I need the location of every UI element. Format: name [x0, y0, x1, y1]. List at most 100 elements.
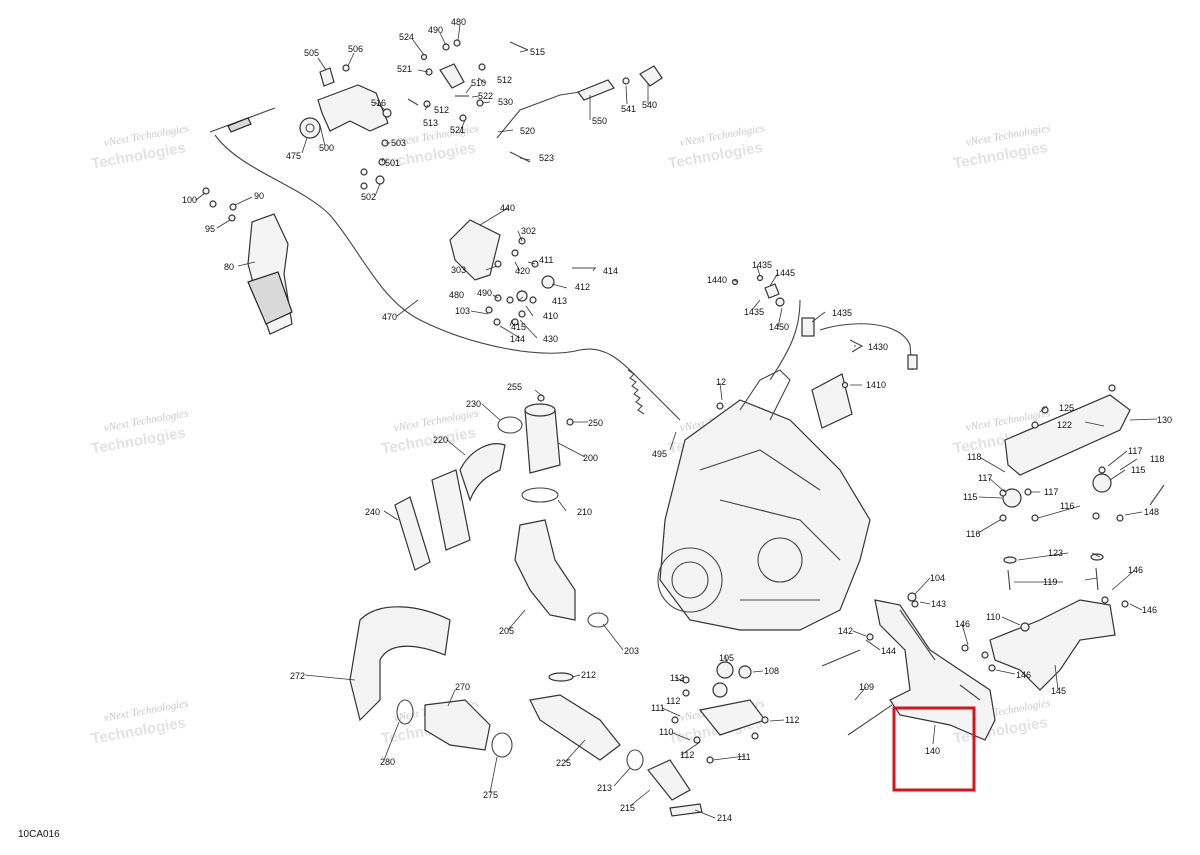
callout-270[interactable]: 270: [455, 682, 470, 692]
callout-550[interactable]: 550: [592, 116, 607, 126]
callout-513[interactable]: 513: [423, 118, 438, 128]
callout-116[interactable]: 116: [966, 529, 980, 539]
callout-1430[interactable]: 1430: [868, 342, 888, 352]
callout-220[interactable]: 220: [433, 435, 448, 445]
callout-117[interactable]: 117: [1044, 487, 1058, 497]
callout-521[interactable]: 521: [450, 125, 465, 135]
callout-213[interactable]: 213: [597, 783, 612, 793]
callout-143[interactable]: 143: [931, 599, 946, 609]
callout-110[interactable]: 110: [986, 612, 1000, 622]
callout-95[interactable]: 95: [205, 224, 215, 234]
callout-516[interactable]: 516: [371, 98, 386, 108]
callout-104[interactable]: 104: [930, 573, 945, 583]
callout-140[interactable]: 140: [925, 746, 940, 756]
callout-146[interactable]: 146: [1016, 670, 1031, 680]
callout-541[interactable]: 541: [621, 104, 636, 114]
callout-412[interactable]: 412: [575, 282, 590, 292]
callout-490[interactable]: 490: [477, 288, 492, 298]
callout-118[interactable]: 118: [1150, 454, 1164, 464]
callout-119[interactable]: 119: [1043, 577, 1057, 587]
callout-12[interactable]: 12: [716, 377, 726, 387]
callout-272[interactable]: 272: [290, 671, 305, 681]
callout-506[interactable]: 506: [348, 44, 363, 54]
callout-303[interactable]: 303: [451, 265, 466, 275]
callout-144[interactable]: 144: [510, 334, 525, 344]
callout-512[interactable]: 512: [497, 75, 512, 85]
callout-203[interactable]: 203: [624, 646, 639, 656]
callout-414[interactable]: 414: [603, 266, 618, 276]
callout-200[interactable]: 200: [583, 453, 598, 463]
callout-100[interactable]: 100: [182, 195, 197, 205]
callout-1435[interactable]: 1435: [752, 260, 772, 270]
callout-470[interactable]: 470: [382, 312, 397, 322]
callout-521[interactable]: 521: [397, 64, 412, 74]
callout-117[interactable]: 117: [978, 473, 992, 483]
callout-118[interactable]: 118: [967, 452, 981, 462]
callout-142[interactable]: 142: [838, 626, 853, 636]
callout-410[interactable]: 410: [543, 311, 558, 321]
callout-112[interactable]: 112: [670, 673, 684, 683]
callout-255[interactable]: 255: [507, 382, 522, 392]
callout-512[interactable]: 512: [434, 105, 449, 115]
callout-103[interactable]: 103: [455, 306, 470, 316]
callout-413[interactable]: 413: [552, 296, 567, 306]
callout-130[interactable]: 130: [1157, 415, 1172, 425]
callout-430[interactable]: 430: [543, 334, 558, 344]
callout-505[interactable]: 505: [304, 48, 319, 58]
callout-490[interactable]: 490: [428, 25, 443, 35]
callout-280[interactable]: 280: [380, 757, 395, 767]
callout-210[interactable]: 210: [577, 507, 592, 517]
callout-475[interactable]: 475: [286, 151, 301, 161]
callout-522[interactable]: 522: [478, 91, 493, 101]
callout-510[interactable]: 510: [471, 78, 486, 88]
callout-112[interactable]: 112: [680, 750, 694, 760]
callout-146[interactable]: 146: [955, 619, 970, 629]
callout-146[interactable]: 146: [1128, 565, 1143, 575]
callout-502[interactable]: 502: [361, 192, 376, 202]
callout-123[interactable]: 123: [1048, 548, 1063, 558]
callout-112[interactable]: 112: [666, 696, 680, 706]
callout-480[interactable]: 480: [451, 17, 466, 27]
callout-250[interactable]: 250: [588, 418, 603, 428]
callout-411[interactable]: 411: [539, 255, 553, 265]
callout-212[interactable]: 212: [581, 670, 596, 680]
callout-524[interactable]: 524: [399, 32, 414, 42]
callout-240[interactable]: 240: [365, 507, 380, 517]
callout-111[interactable]: 111: [737, 752, 751, 762]
callout-302[interactable]: 302: [521, 226, 536, 236]
callout-117[interactable]: 117: [1128, 446, 1142, 456]
callout-503[interactable]: 503: [391, 138, 406, 148]
callout-110[interactable]: 110: [659, 727, 673, 737]
callout-109[interactable]: 109: [859, 682, 874, 692]
callout-540[interactable]: 540: [642, 100, 657, 110]
callout-523[interactable]: 523: [539, 153, 554, 163]
callout-1445[interactable]: 1445: [775, 268, 795, 278]
callout-144[interactable]: 144: [881, 646, 896, 656]
callout-415[interactable]: 415: [511, 322, 526, 332]
callout-90[interactable]: 90: [254, 191, 264, 201]
callout-145[interactable]: 145: [1051, 686, 1066, 696]
callout-1450[interactable]: 1450: [769, 322, 789, 332]
callout-80[interactable]: 80: [224, 262, 234, 272]
callout-146[interactable]: 146: [1142, 605, 1157, 615]
callout-215[interactable]: 215: [620, 803, 635, 813]
callout-148[interactable]: 148: [1144, 507, 1159, 517]
callout-108[interactable]: 108: [764, 666, 779, 676]
callout-275[interactable]: 275: [483, 790, 498, 800]
callout-1435[interactable]: 1435: [744, 307, 764, 317]
callout-214[interactable]: 214: [717, 813, 732, 823]
callout-1410[interactable]: 1410: [866, 380, 886, 390]
callout-105[interactable]: 105: [719, 653, 734, 663]
callout-530[interactable]: 530: [498, 97, 513, 107]
callout-1440[interactable]: 1440: [707, 275, 727, 285]
callout-230[interactable]: 230: [466, 399, 481, 409]
callout-125[interactable]: 125: [1059, 403, 1074, 413]
callout-520[interactable]: 520: [520, 126, 535, 136]
callout-115[interactable]: 115: [1131, 465, 1145, 475]
callout-122[interactable]: 122: [1057, 420, 1072, 430]
callout-480[interactable]: 480: [449, 290, 464, 300]
callout-501[interactable]: 501: [385, 158, 400, 168]
callout-1435[interactable]: 1435: [832, 308, 852, 318]
callout-205[interactable]: 205: [499, 626, 514, 636]
callout-115[interactable]: 115: [963, 492, 977, 502]
